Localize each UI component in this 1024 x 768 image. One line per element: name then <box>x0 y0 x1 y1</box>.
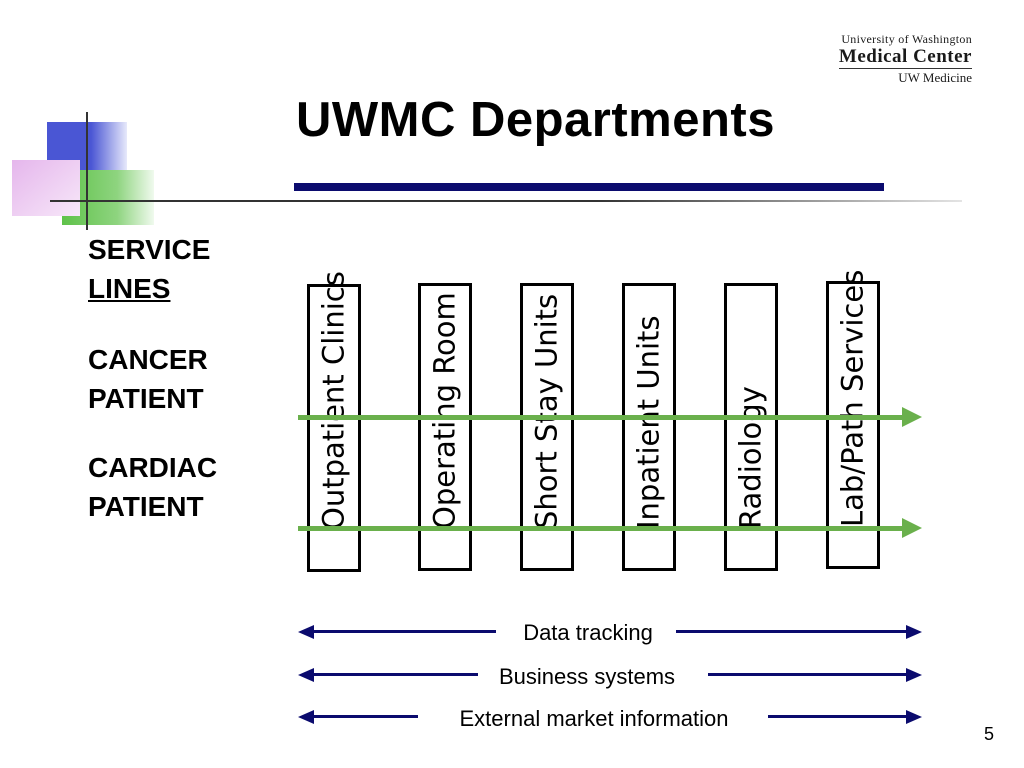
business-systems-label: Business systems <box>498 664 676 689</box>
external-market-arrow-left-head <box>298 710 314 724</box>
service-lines-word2: LINES <box>88 273 171 304</box>
data-tracking-label: Data tracking <box>523 620 653 645</box>
logo-rule <box>838 68 972 69</box>
external-market-arrow-right-head <box>906 710 922 724</box>
dept-label: Inpatient Units <box>631 315 666 530</box>
dept-label: Radiology <box>733 386 768 529</box>
business-systems-arrow-left-head <box>298 668 314 682</box>
data-tracking-line-right <box>676 630 908 633</box>
dept-short-stay-units: Short Stay Units <box>520 283 574 571</box>
dept-outpatient-clinics: Outpatient Clinics <box>307 271 361 572</box>
external-market-line-left <box>312 715 418 718</box>
cardiac-patient-label: CARDIAC PATIENT <box>88 448 217 526</box>
cardiac-patient-word: PATIENT <box>88 491 204 522</box>
business-systems-line-right <box>708 673 908 676</box>
cancer-arrow-head <box>902 407 922 427</box>
cancer-patient-word: PATIENT <box>88 383 204 414</box>
dept-label: Outpatient Clinics <box>316 271 351 530</box>
dept-label: Short Stay Units <box>529 293 564 529</box>
data-tracking-arrow-right-head <box>906 625 922 639</box>
logo-line-university: University of Washington <box>841 32 972 46</box>
cancer-patient-label: CANCER PATIENT <box>88 340 208 418</box>
external-market-line-right <box>768 715 908 718</box>
title-underline-bar <box>294 183 884 191</box>
business-systems-line-left <box>312 673 478 676</box>
dept-operating-room: Operating Room <box>418 283 472 571</box>
cancer-word: CANCER <box>88 344 208 375</box>
dept-lab-path-services: Lab/Path Services <box>826 270 880 569</box>
cancer-patient-flow-arrow <box>298 415 904 420</box>
decor-vertical-line <box>86 112 88 230</box>
title-divider-line <box>50 200 962 202</box>
cardiac-patient-flow-arrow <box>298 526 904 531</box>
service-lines-label: SERVICE LINES <box>88 230 210 308</box>
logo-line-uw-medicine: UW Medicine <box>898 70 972 85</box>
page-number: 5 <box>983 724 994 744</box>
dept-label: Lab/Path Services <box>835 269 870 527</box>
service-lines-word1: SERVICE <box>88 234 211 265</box>
data-tracking-line-left <box>312 630 496 633</box>
decor-pink-square <box>12 160 80 216</box>
dept-label: Operating Room <box>427 292 462 529</box>
cardiac-word: CARDIAC <box>88 452 218 483</box>
slide-title: UWMC Departments <box>296 93 775 147</box>
cardiac-arrow-head <box>902 518 922 538</box>
business-systems-arrow-right-head <box>906 668 922 682</box>
logo-line-medical-center: Medical Center <box>838 46 972 67</box>
uw-medicine-logo: University of Washington Medical Center … <box>838 32 972 86</box>
dept-inpatient-units: Inpatient Units <box>622 283 676 571</box>
external-market-label: External market information <box>459 706 729 731</box>
dept-radiology: Radiology <box>724 283 778 571</box>
data-tracking-arrow-left-head <box>298 625 314 639</box>
